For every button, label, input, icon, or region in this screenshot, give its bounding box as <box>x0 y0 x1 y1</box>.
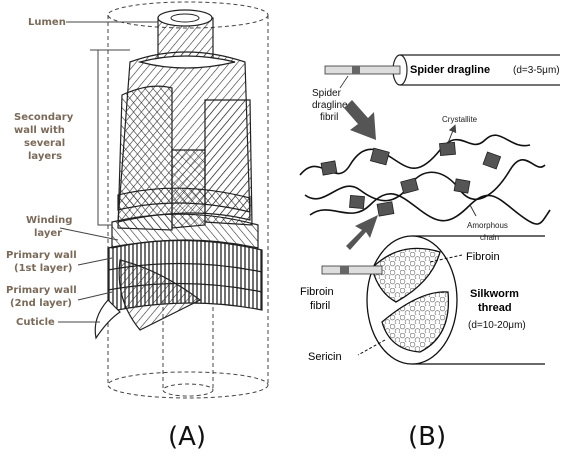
label-silkworm-1: Silkworm <box>470 288 519 300</box>
leader-lines <box>58 21 158 323</box>
label-crystallite: Crystallite <box>442 115 478 124</box>
spider-dragline-thread <box>324 54 560 86</box>
label-primary-wall-2a: Primary wall <box>6 285 77 296</box>
label-amorphous-2: chain <box>480 233 499 242</box>
label-fibroin-fibril-1: Fibroin <box>300 286 334 298</box>
silkworm-thread <box>321 235 545 365</box>
caption-a: (A) <box>168 422 206 452</box>
label-spider-fibril-1: Spider <box>312 88 342 99</box>
label-spider-diameter: (d=3-5μm) <box>513 65 560 76</box>
label-winding-1: Winding <box>26 215 72 226</box>
label-amorphous-1: Amorphous <box>467 221 508 230</box>
cuticle <box>94 299 121 340</box>
panel-a: Lumen Secondary wall with several layers… <box>6 1 269 452</box>
label-secondary-wall-1: Secondary <box>14 112 74 123</box>
caption-b: (B) <box>408 422 446 452</box>
label-secondary-wall-4: layers <box>28 151 62 162</box>
lumen-tube <box>157 9 214 59</box>
label-fibroin-fibril-2: fibril <box>310 300 330 312</box>
label-spider-dragline: Spider dragline <box>410 64 490 76</box>
label-sericin: Sericin <box>308 351 342 363</box>
label-fibroin: Fibroin <box>466 251 500 263</box>
label-secondary-wall-2: wall with <box>14 125 65 136</box>
secondary-wall <box>117 51 253 231</box>
label-primary-wall-1a: Primary wall <box>6 250 77 261</box>
label-lumen: Lumen <box>28 17 66 28</box>
crystallites <box>320 141 502 217</box>
label-secondary-wall-3: several <box>24 138 65 149</box>
arrow-down <box>344 100 376 140</box>
label-spider-fibril-3: fibril <box>320 112 338 123</box>
molecular-chains <box>299 134 551 225</box>
primary-wall <box>107 239 263 331</box>
label-primary-wall-2b: (2nd layer) <box>10 298 72 309</box>
panel-b: Spider dragline (d=3-5μm) Spider draglin… <box>299 54 560 452</box>
label-silkworm-diameter: (d=10-20μm) <box>468 320 526 331</box>
label-winding-2: layer <box>34 228 62 239</box>
label-primary-wall-1b: (1st layer) <box>14 263 72 274</box>
label-spider-fibril-2: dragline <box>312 100 348 111</box>
arrow-up <box>346 215 378 250</box>
label-cuticle: Cuticle <box>16 317 55 328</box>
label-silkworm-2: thread <box>478 302 512 314</box>
